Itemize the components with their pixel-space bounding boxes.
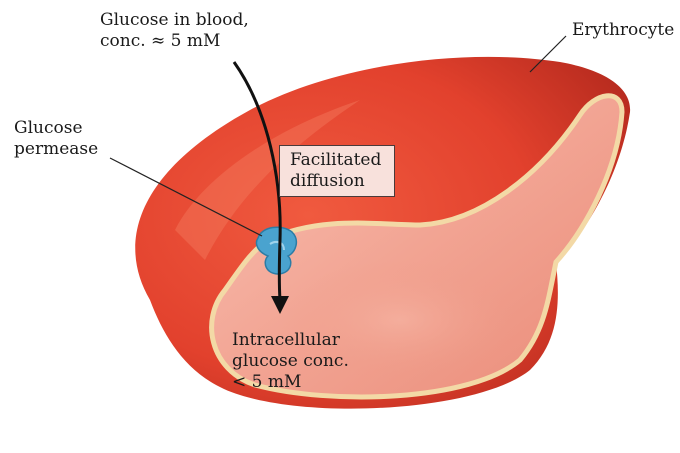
glucose-permease-label: Glucose permease [14, 118, 98, 160]
erythrocyte-label: Erythrocyte [572, 20, 674, 41]
facilitated-diffusion-callout: Facilitated diffusion [279, 145, 395, 197]
glucose-in-blood-label: Glucose in blood, conc. ≈ 5 mM [100, 10, 249, 52]
intracellular-glucose-label: Intracellular glucose conc. < 5 mM [232, 330, 349, 393]
